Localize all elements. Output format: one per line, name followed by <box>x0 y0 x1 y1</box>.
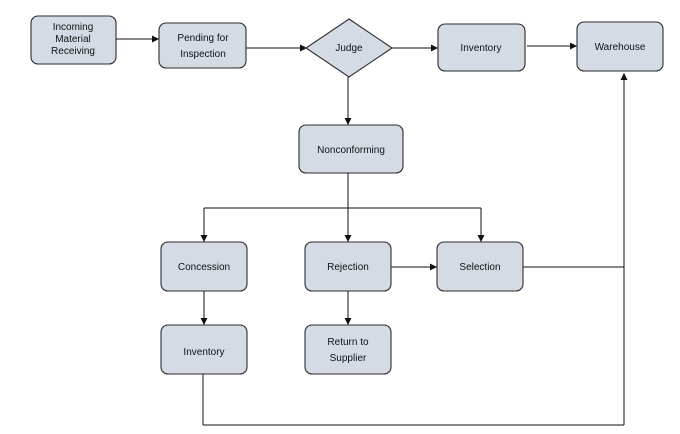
node-concession: Concession <box>160 241 248 292</box>
node-text-incoming-line-2: Material <box>55 34 91 45</box>
node-inventory-top: Inventory <box>437 23 526 72</box>
node-text-nonconforming: Nonconforming <box>317 145 385 156</box>
node-text-inventory-bottom: Inventory <box>183 347 224 358</box>
node-judge-decision: Judge <box>305 18 393 78</box>
node-text-incoming-line-1: Incoming <box>53 22 94 33</box>
node-text-return-line-1: Return to <box>327 337 369 348</box>
node-text-pending-line-1: Pending for <box>177 33 229 44</box>
node-text-selection: Selection <box>459 262 500 273</box>
connectors <box>116 35 628 426</box>
node-text-inventory-top: Inventory <box>460 43 501 54</box>
node-selection: Selection <box>436 241 524 292</box>
node-text-pending-line-2: Inspection <box>180 49 226 60</box>
node-text-incoming-line-3: Receiving <box>51 46 95 57</box>
node-nonconforming: Nonconforming <box>298 124 404 174</box>
node-text-return-line-2: Supplier <box>330 353 367 364</box>
node-inventory-bottom: Inventory <box>160 324 248 375</box>
node-text-judge: Judge <box>335 43 363 54</box>
node-text-rejection: Rejection <box>327 262 369 273</box>
node-pending-for-inspection: Pending for Inspection <box>158 22 247 69</box>
node-incoming-material-receiving: Incoming Material Receiving <box>30 15 117 65</box>
node-return-to-supplier: Return to Supplier <box>304 324 392 375</box>
node-rejection: Rejection <box>304 241 392 292</box>
node-warehouse: Warehouse <box>576 21 664 72</box>
node-text-concession: Concession <box>178 262 230 273</box>
node-text-warehouse: Warehouse <box>595 42 646 53</box>
